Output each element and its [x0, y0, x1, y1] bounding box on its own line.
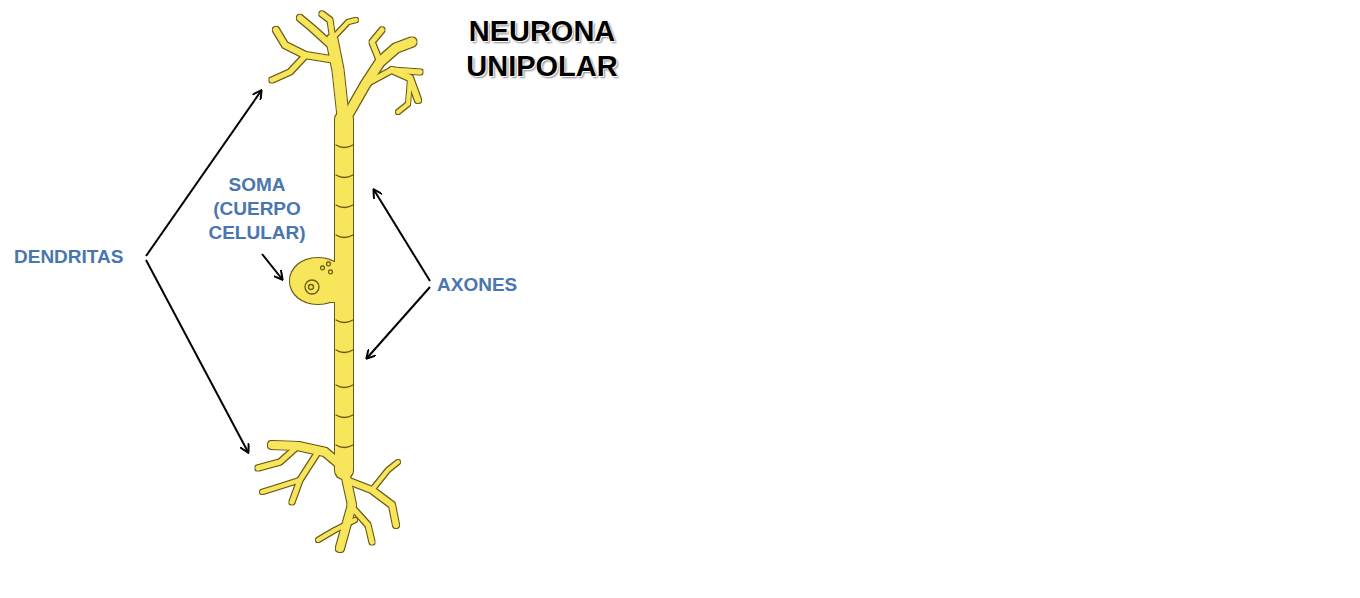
part-label: SOMA (CUERPO CELULAR): [207, 173, 307, 244]
diagram-title: NEURONA UNIPOLAR: [452, 14, 632, 84]
myelin-segments: [305, 145, 353, 448]
part-label: AXONES: [437, 273, 517, 297]
neuron-body: [258, 14, 420, 548]
part-label: DENDRITAS: [14, 245, 123, 269]
leader-arrows: [146, 91, 430, 452]
